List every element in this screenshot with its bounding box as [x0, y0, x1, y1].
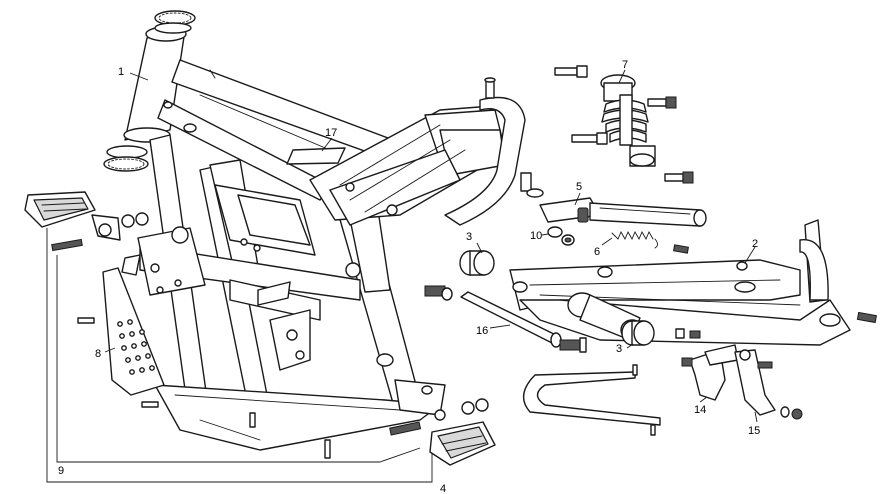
hardware-right	[675, 311, 877, 339]
frame-part-1	[103, 10, 446, 459]
callout-3b: 3	[616, 343, 622, 355]
leader-part-10	[541, 233, 549, 236]
bushing-part-3-lower	[621, 320, 655, 349]
pivot-shaft-part-16	[424, 285, 587, 353]
callout-3a: 3	[466, 231, 472, 243]
callout-5: 5	[576, 181, 582, 193]
shock-absorber-part-7	[554, 65, 694, 184]
callout-17: 17	[325, 127, 337, 139]
callout-8: 8	[95, 348, 101, 360]
callout-16: 16	[476, 325, 488, 337]
callout-9: 9	[58, 465, 64, 477]
nut-part-10	[547, 226, 575, 246]
callout-6: 6	[594, 246, 600, 258]
callout-1: 1	[118, 66, 124, 78]
leader-part-9	[56, 255, 421, 463]
callout-2: 2	[752, 238, 758, 250]
callout-15: 15	[748, 425, 760, 437]
bracket-part-15	[734, 349, 803, 423]
callout-7: 7	[622, 59, 628, 71]
footpeg-right	[389, 398, 496, 466]
callout-14: 14	[694, 404, 706, 416]
sticker-part-17	[286, 137, 346, 165]
leader-part-4	[46, 228, 433, 483]
chain-guide	[522, 364, 661, 436]
bushing-part-3-upper	[459, 242, 495, 276]
leader-part-6	[601, 237, 613, 246]
footpeg-left	[24, 191, 149, 252]
swingarm-part-2	[509, 219, 851, 346]
callout-4: 4	[440, 483, 446, 494]
spring-part-6	[611, 230, 658, 249]
leader-part-1	[129, 72, 149, 81]
rear-subframe	[309, 77, 526, 226]
bracket-part-14	[681, 344, 739, 403]
leader-part-8	[104, 347, 116, 353]
linkage-shaft-part-5	[520, 172, 707, 227]
skid-plate-part-8	[77, 254, 165, 408]
callout-10: 10	[530, 230, 542, 242]
